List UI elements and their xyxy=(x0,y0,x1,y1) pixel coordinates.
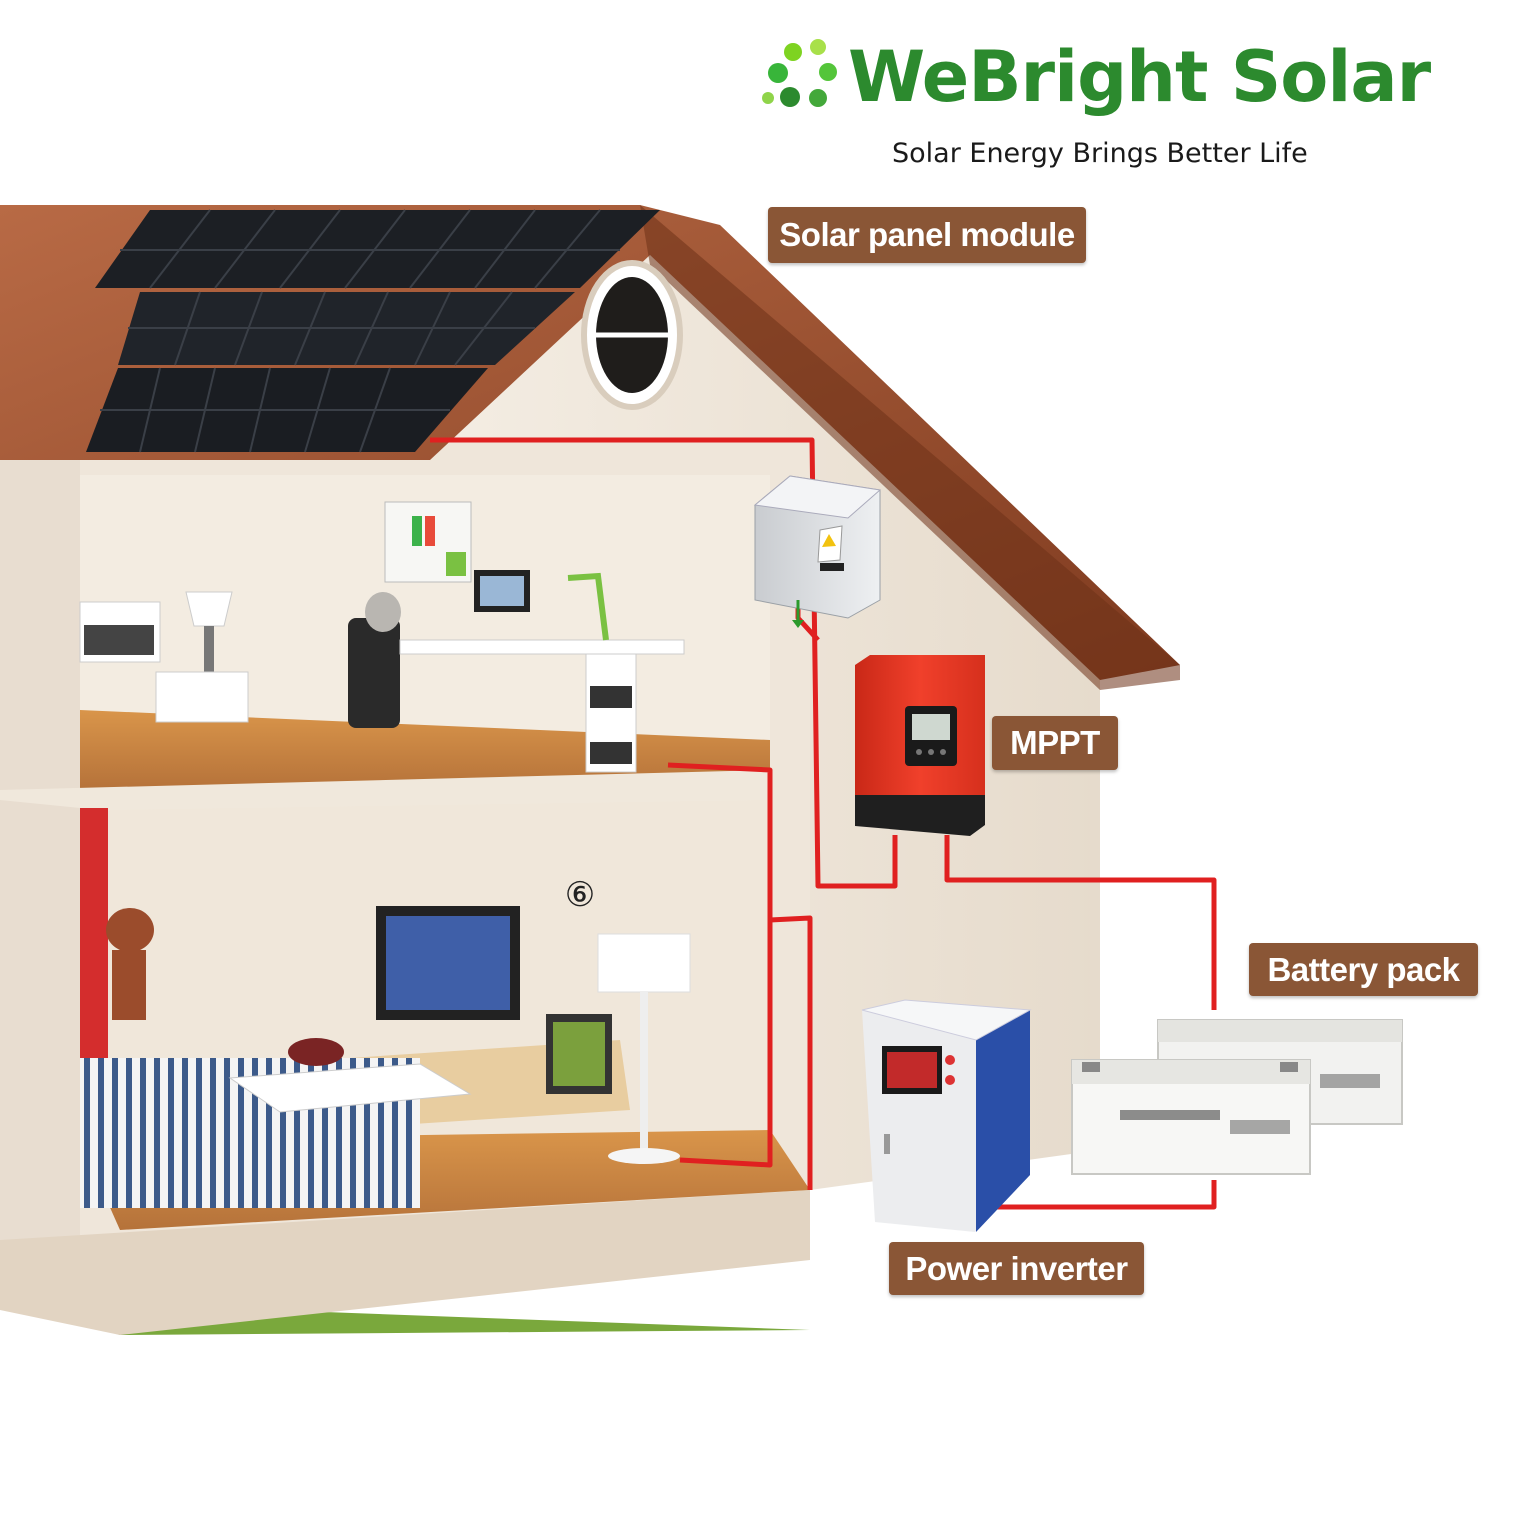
combiner-box xyxy=(753,475,882,628)
power-inverter-label: Power inverter xyxy=(889,1242,1144,1295)
battery-pack-label: Battery pack xyxy=(1249,943,1478,996)
mppt-controller xyxy=(855,655,985,836)
room-marker: ⑥ xyxy=(564,875,596,915)
brand-logo-text: WeBright Solar xyxy=(848,36,1431,118)
battery-pack-group xyxy=(1071,1019,1403,1175)
brand-tagline: Solar Energy Brings Better Life xyxy=(892,138,1308,169)
lower-room xyxy=(80,800,810,1230)
mppt-label: MPPT xyxy=(992,716,1118,770)
power-inverter-cabinet xyxy=(861,999,1032,1232)
solar-panel-array xyxy=(86,209,660,453)
foundation xyxy=(0,1190,810,1335)
house-side-wall xyxy=(0,440,80,1320)
gable-wall xyxy=(430,255,1100,1190)
solar-panel-label: Solar panel module xyxy=(768,207,1086,263)
roof-edge xyxy=(640,205,1180,690)
upper-room xyxy=(0,475,770,840)
round-window xyxy=(581,260,683,410)
logo-icon xyxy=(762,39,837,107)
